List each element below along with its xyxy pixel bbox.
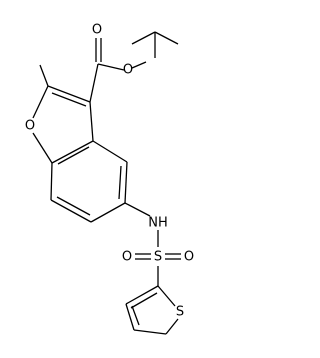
bond-c3a-c7a	[51, 140, 94, 164]
atom-label-ester-o-single: O	[123, 63, 133, 78]
atom-label-sulfur: S	[154, 250, 162, 265]
bond-c2-methyl	[39, 64, 49, 87]
bond-c3a-c7a-inner	[57, 146, 90, 165]
bond-ester-o-carbonyl-c	[97, 63, 125, 71]
bond-c5-nh	[124, 202, 151, 217]
bond-c4-c5-inner	[118, 165, 122, 200]
atom-labels: O O O NH S O O S	[25, 23, 194, 320]
atom-label-ester-o-carbonyl: O	[92, 23, 102, 38]
bond-th-s-c5	[165, 318, 179, 335]
bond-th-c5-c4	[133, 329, 167, 335]
bond-c6-c7	[50, 199, 92, 223]
atom-label-nh: NH	[148, 216, 168, 231]
bond-th-c4-c3a	[125, 303, 135, 331]
bond-c5-c6	[90, 202, 126, 223]
bond-c7-c7a	[50, 162, 53, 201]
bond-c3a-c4	[92, 140, 128, 163]
bond-c4-c5	[124, 161, 128, 204]
bond-c2-o1	[32, 85, 49, 119]
bond-isopropyl-methyl-right	[154, 31, 179, 45]
atom-label-sulfonyl-o-right: O	[184, 250, 194, 265]
bond-th-c2-s	[157, 285, 176, 307]
bonds	[32, 31, 181, 335]
bond-th-c3-c2a	[125, 285, 159, 305]
atom-label-furan-o: O	[25, 119, 35, 134]
molecule-structure-diagram: O O O NH S O O S	[25, 23, 194, 335]
bond-c6-c7-inner	[56, 196, 91, 216]
bond-c2-c3-b	[51, 92, 87, 107]
bond-carbonyl-c3	[89, 63, 99, 103]
atom-label-sulfonyl-o-left: O	[122, 250, 132, 265]
bond-ester-o-isopropyl	[131, 61, 147, 69]
bond-th-c3-c2b	[130, 292, 158, 309]
bond-c2-c3-a	[47, 85, 91, 103]
bond-th-c4-c3b	[131, 305, 140, 326]
bond-o1-c7a	[32, 132, 53, 164]
bond-c3-c3a	[89, 101, 94, 142]
bond-isopropyl-methyl-left	[131, 31, 156, 45]
atom-label-thiophene-s: S	[176, 305, 184, 320]
